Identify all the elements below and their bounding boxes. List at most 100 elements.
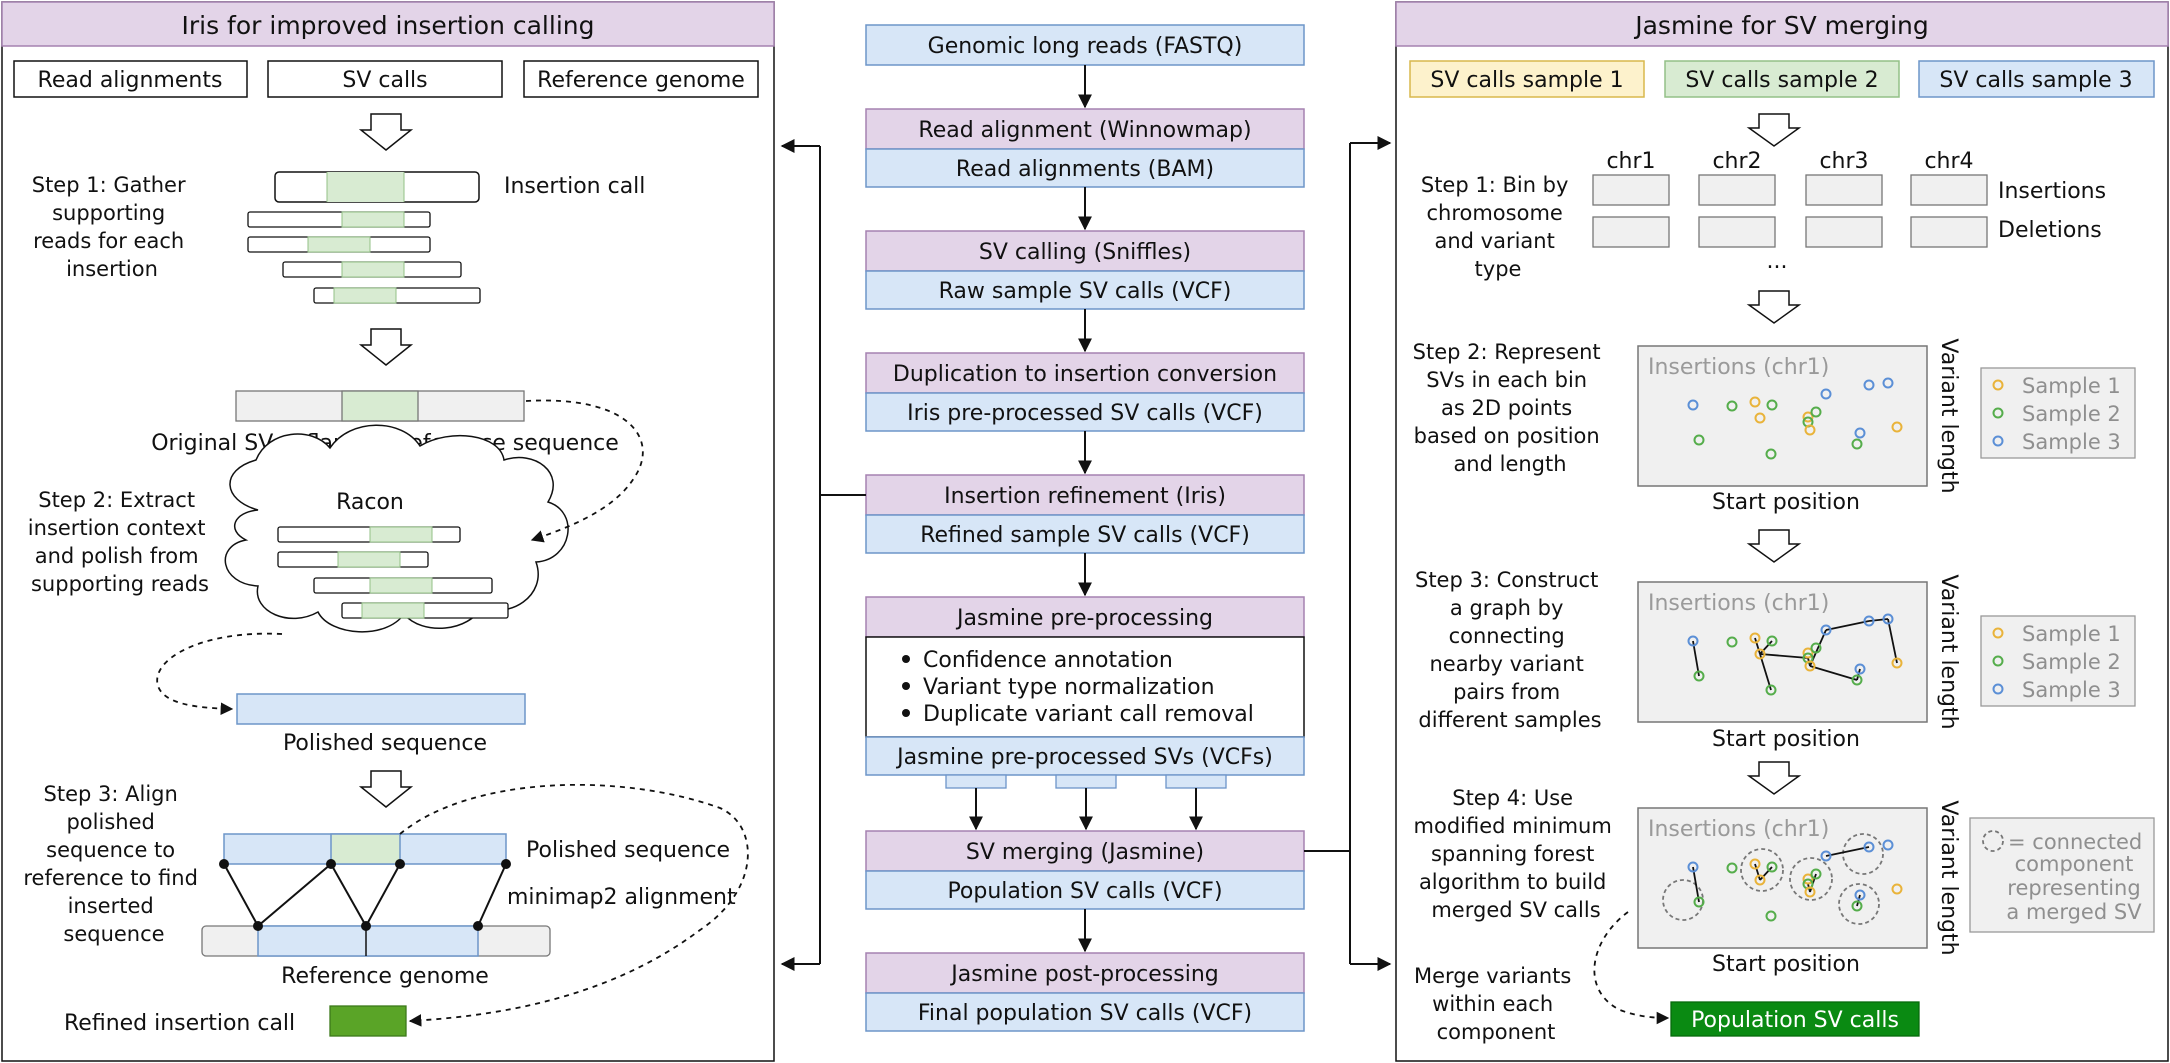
legend-sample1: Sample 1 [2022,374,2121,398]
sv-point [1726,862,1738,874]
component-circle [1740,848,1784,892]
stage-read-alignment: Read alignment (Winnowmap) [918,118,1251,143]
graph-edge [1759,653,1772,691]
sv-point [1726,400,1738,412]
sv-point [1693,896,1705,908]
legend-marker-sample1 [1992,379,2004,391]
graph-edge [1856,894,1861,907]
refined-insertion-block [329,1005,407,1037]
x-axis-label: Start position [1712,727,1860,752]
jasmine-panel-title: Jasmine for SV merging [1633,11,1929,40]
component-legend-line2: component [2015,852,2134,876]
stage-sv-merging: SV merging (Jasmine) [966,840,1204,865]
sv-point [1882,377,1894,389]
component-circle [1842,833,1884,875]
input-read-alignments: Read alignments [38,68,223,93]
input-reference-genome: Reference genome [537,68,745,93]
down-block-arrow-icon [358,328,414,366]
sv-point [1851,900,1863,912]
plot-title: Insertions (chr1) [1648,355,1829,380]
sv-point [1882,839,1894,851]
output-jasmine-preprocessed: Jasmine pre-processed SVs (VCFs) [895,745,1273,770]
graph-edge [1692,866,1700,903]
down-block-arrow-icon [1746,761,1802,795]
stage-jasmine-postprocessing: Jasmine post-processing [949,962,1218,987]
chr1-label: chr1 [1606,149,1655,174]
reference-genome-label: Reference genome [281,964,489,989]
insertion-call-label: Insertion call [504,174,645,199]
sv-point [1820,624,1832,636]
sv-point [1726,636,1738,648]
output-raw-sample-sv: Raw sample SV calls (VCF) [939,279,1232,304]
genomic-long-reads: Genomic long reads (FASTQ) [928,34,1243,59]
legend-marker-sample3 [1992,435,2004,447]
component-circle [1789,857,1833,901]
polished-sequence-align-label: Polished sequence [526,838,730,863]
iris-step3-text: Step 3: Align polished sequence to refer… [23,782,204,946]
sv-point [1863,841,1875,853]
sv-point [1754,648,1766,660]
sv-point [1802,873,1814,885]
legend-sample3: Sample 3 [2022,678,2121,702]
plot3-edges [1692,846,1870,907]
forest-plot-step4: Insertions (chr1) Start position Variant… [1637,800,1961,977]
graph-edge [1754,637,1761,655]
chromosome-bins: chr1 chr2 chr3 chr4 Insertions Deletions… [1592,149,2106,274]
sv-point [1863,615,1875,627]
sv-point [1804,660,1816,672]
plot2-points [1687,613,1903,696]
sv-point [1802,647,1814,659]
iris-panel: Iris for improved insertion calling Read… [1,1,775,1062]
component-legend: = connected component representing a mer… [1969,817,2155,933]
graph-edge [1759,640,1773,655]
vcf-tabs [945,774,1227,831]
racon-to-polished-arrow [156,632,283,715]
graph-edge [1759,866,1773,881]
sample1-input: SV calls sample 1 [1430,68,1623,93]
sv-point [1854,663,1866,675]
jasmine-step1-text: Step 1: Bin by chromosome and variant ty… [1421,173,1575,281]
sv-point [1854,427,1866,439]
down-block-arrow-icon [358,770,414,808]
graph-edge [1692,640,1700,677]
merge-variants-text: Merge variants within each component [1414,964,1578,1044]
output-final-population: Final population SV calls (VCF) [918,1001,1252,1026]
plot1-points [1687,377,1903,460]
plot3-points [1687,839,1903,922]
component-legend-line4: a merged SV [2006,900,2142,924]
sv-point [1766,861,1778,873]
iris-connector [780,139,866,971]
graph-edge [1809,665,1858,681]
sv-point [1749,858,1761,870]
sv-point [1765,910,1777,922]
deletions-row-label: Deletions [1998,218,2102,243]
sv-point [1687,861,1699,873]
population-sv-calls-box: Population SV calls [1691,1008,1899,1033]
orig-to-racon-arrow [525,399,644,543]
y-axis-label: Variant length [1936,338,1961,493]
merge-to-population-arrow [1593,911,1670,1025]
down-block-arrow-icon [1746,529,1802,563]
input-sv-calls: SV calls [342,68,427,93]
iris-panel-title: Iris for improved insertion calling [181,11,594,40]
graph-edge [1868,618,1889,622]
bullet-normalization: Variant type normalization [923,675,1215,700]
sv-point [1802,411,1814,423]
stage-dup-to-ins: Duplication to insertion conversion [893,362,1277,387]
sv-point [1766,635,1778,647]
sv-point [1765,684,1777,696]
insertions-row-label: Insertions [1998,179,2106,204]
x-axis-label: Start position [1712,490,1860,515]
original-sv-sequence [235,390,525,422]
sv-point [1804,424,1816,436]
sv-point [1693,670,1705,682]
scatter-plot-step2: Insertions (chr1) Start position Variant… [1637,338,1961,515]
y-axis-label: Variant length [1936,800,1961,955]
sv-point [1863,379,1875,391]
x-axis-label: Start position [1712,952,1860,977]
sv-point [1687,635,1699,647]
stage-sv-calling: SV calling (Sniffles) [979,240,1191,265]
polished-sequence-label: Polished sequence [283,731,487,756]
sv-point [1891,657,1903,669]
